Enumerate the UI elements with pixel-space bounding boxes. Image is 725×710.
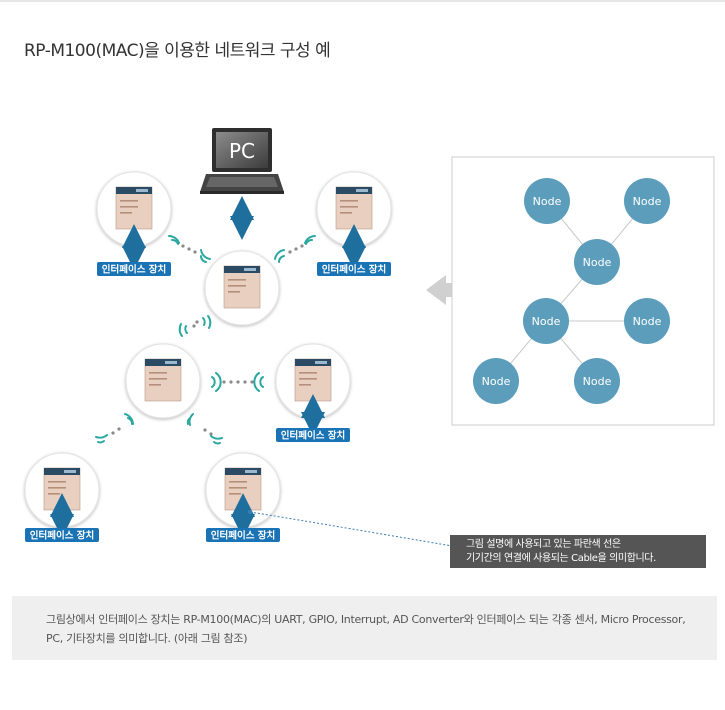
pc-label: PC (229, 139, 255, 163)
interface-device-tag: 인터페이스 장치 (317, 262, 391, 276)
caption-box: 그림상에서 인터페이스 장치는 RP-M100(MAC)의 UART, GPIO… (12, 596, 717, 660)
topology-node-label: Node (482, 375, 511, 388)
wireless-signal-icons (95, 235, 316, 445)
pc-laptop: PC (200, 128, 284, 194)
topology-node: Node (624, 298, 670, 344)
wireless-links (111, 244, 304, 436)
module-left-top (96, 171, 172, 247)
interface-device-tag: 인터페이스 장치 (206, 528, 280, 542)
cable-note-line1: 그림 설명에 사용되고 있는 파란색 선은 (466, 539, 621, 550)
topology-node-label: Node (533, 195, 562, 208)
interface-device-tag: 인터페이스 장치 (276, 428, 350, 442)
interface-device-label: 인터페이스 장치 (322, 264, 387, 276)
cable-note-box: 그림 설명에 사용되고 있는 파란색 선은 기기간의 연결에 사용되는 Cabl… (450, 535, 706, 568)
cable-note-line2: 기기간의 연결에 사용되는 Cable을 의미합니다. (466, 553, 656, 564)
module-mid-right (275, 343, 351, 419)
note-pointer-line (249, 511, 453, 547)
topology-node-label: Node (583, 256, 612, 269)
topology-node: Node (524, 178, 570, 224)
interface-device-tag: 인터페이스 장치 (25, 528, 99, 542)
interface-device-label: 인터페이스 장치 (281, 430, 346, 442)
topology-node: Node (523, 298, 569, 344)
interface-device-label: 인터페이스 장치 (102, 264, 167, 276)
topology-node-label: Node (532, 315, 561, 328)
caption-line2: PC, 기타장치를 의미합니다. (아래 그림 참조) (46, 632, 248, 645)
note-pointer-dot (248, 510, 252, 514)
interface-device-label: 인터페이스 장치 (30, 530, 95, 542)
topology-node: Node (473, 358, 519, 404)
cable-arrows (50, 224, 366, 538)
topology-node: Node (574, 239, 620, 285)
module-right-top (316, 171, 392, 247)
interface-device-tag: 인터페이스 장치 (97, 262, 171, 276)
gray-arrow (426, 275, 464, 305)
topology-node: Node (574, 358, 620, 404)
topology-node-label: Node (633, 315, 662, 328)
caption-line1: 그림상에서 인터페이스 장치는 RP-M100(MAC)의 UART, GPIO… (46, 613, 686, 626)
top-divider (0, 0, 725, 2)
topology-node: Node (624, 178, 670, 224)
topology-node-label: Node (633, 195, 662, 208)
page-title: RP-M100(MAC)을 이용한 네트워크 구성 예 (24, 41, 331, 61)
interface-device-label: 인터페이스 장치 (211, 530, 276, 542)
module-center (204, 250, 280, 326)
module-mid-left (125, 343, 201, 419)
topology-node-label: Node (583, 375, 612, 388)
